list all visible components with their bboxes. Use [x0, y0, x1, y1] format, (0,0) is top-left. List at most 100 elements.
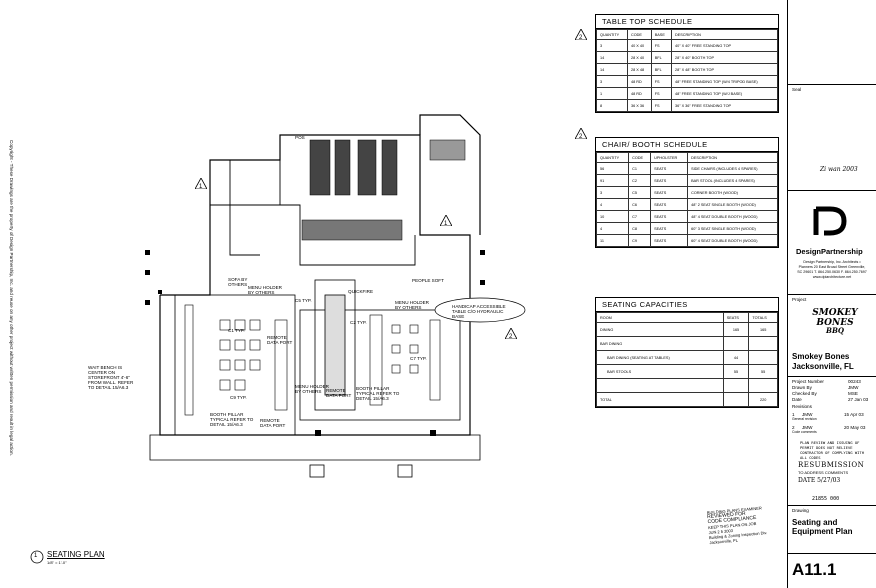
schedule-title: CHAIR/ BOOTH SCHEDULE: [596, 138, 778, 152]
drawing-label: Drawing: [792, 508, 809, 513]
sofa-label: SOFA BY OTHERS: [228, 277, 248, 287]
pos-label: POS: [295, 135, 305, 140]
remote-data-port-label: REMOTE DATA PORT: [267, 335, 293, 345]
c5-typ-label: C5 TYP.: [295, 298, 312, 303]
revision-delta-icon: 1: [440, 215, 452, 226]
brand-line: SMOKEY BONES: [812, 308, 858, 328]
revision-entry: 1 JMW 15 Apr 03 General revision: [792, 412, 864, 421]
schedule-title: SEATING CAPACITIES: [596, 298, 778, 312]
wait-bench-label: WAIT BENCH IS CENTER ON STOREFRONT 4'-6"…: [88, 365, 134, 390]
column-header: ROOM: [596, 312, 724, 323]
column-header: BASE: [650, 29, 672, 40]
field-label: Drawn By: [792, 385, 812, 390]
handicap-table-label: HANDICAP ACCESSIBLE TABLE C/O HYDRAULIC …: [452, 304, 506, 319]
column-header: UPHOLSTER: [650, 152, 689, 163]
svg-text:2: 2: [579, 35, 583, 40]
seal-label: Seal: [792, 87, 802, 92]
title-block: Seal Zi wan 2003 DesignPartnership Desig…: [787, 0, 876, 588]
remote-data-port-label: REMOTE DATA PORT: [260, 418, 286, 428]
firm-details: Design Partnership, Inc. Architects • Pl…: [797, 260, 867, 279]
c7-typ-label: C7 TYP.: [410, 356, 427, 361]
column-header: QUANTITY: [596, 29, 628, 40]
drawing-name-line1: Seating and: [792, 518, 838, 527]
table-row: BAR DINING (SEATING AT TABLES)44: [596, 350, 778, 365]
booth-pillar-label: BOOTH PILLAR TYPICAL REFER TO DETAIL 15/…: [356, 386, 400, 401]
brand-line: BBQ: [826, 326, 844, 335]
drawn-by: JMW: [848, 385, 859, 390]
booth-pillar-label: BOOTH PILLAR TYPICAL REFER TO DETAIL 15/…: [210, 412, 254, 427]
brand-logo: SMOKEY BONES BBQ: [800, 308, 870, 335]
plan-review-note: PLAN REVIEW AND ISSUING OF PERMIT DOES N…: [800, 440, 865, 460]
project-info-values: 00243 JMW MSE 27 Jan 03: [848, 379, 868, 403]
drawing-name: SEATING PLAN: [47, 550, 105, 559]
table-row: BAR DINING: [596, 336, 778, 351]
column-header: DESCRIPTION: [670, 29, 779, 40]
c1-typ-label: C1 TYP.: [228, 328, 245, 333]
drawing-date: 27 Jan 03: [848, 397, 869, 402]
revision-delta-icon: 2: [575, 29, 587, 40]
revision-delta-icon: 2: [575, 128, 587, 139]
svg-text:2: 2: [509, 334, 513, 339]
seating-capacities: SEATING CAPACITIES ROOM SEATS TOTALS DIN…: [595, 297, 779, 408]
permit-number: 21855 000: [812, 496, 840, 502]
project-name: Smokey Bones: [792, 352, 850, 361]
schedule-title: TABLE TOP SCHEDULE: [596, 15, 778, 29]
revision-entry: 2 JMW 20 May 03 Code comments: [792, 425, 866, 434]
project-info: Project Number Drawn By Checked By Date: [792, 379, 824, 403]
drawing-number: 1: [34, 553, 38, 559]
sheet-number: A11.1: [792, 560, 837, 579]
design-partnership-logo-icon: [813, 206, 847, 236]
copyright-text: Copyright - These Drawings are the prope…: [9, 140, 14, 456]
project-location: Jacksonville, FL: [792, 362, 854, 371]
project-number: 00243: [848, 379, 861, 384]
column-header: CODE: [626, 29, 652, 40]
column-header: QUANTITY: [595, 152, 630, 163]
column-header: CODE: [628, 152, 652, 163]
column-header: SEATS: [722, 312, 750, 323]
drawing-name-line2: Equipment Plan: [792, 527, 853, 536]
menu-holder-label: MENU HOLDER BY OTHERS: [295, 384, 329, 394]
revision-delta-icon: 2: [505, 328, 517, 339]
people-soft-label: PEOPLE SOFT: [412, 278, 444, 283]
drawing-scale: 1/8" = 1'-0": [47, 560, 67, 565]
checked-by: MSE: [848, 391, 858, 396]
field-label: Checked By: [792, 391, 817, 396]
c9-typ-label: C9 TYP.: [230, 395, 247, 400]
code-compliance-stamp: BUILDING PLANS EXAMINER REVIEWED FOR COD…: [707, 504, 782, 545]
revision-delta-icon: 1: [195, 178, 207, 189]
svg-text:1: 1: [444, 221, 448, 226]
resubmission-sub: TO ADDRESS COMMENTS: [798, 470, 849, 475]
column-header: DESCRIPTION: [687, 152, 778, 163]
signature: Zi wan 2003: [820, 166, 858, 173]
field-label: Project Number: [792, 379, 824, 384]
chair-booth-schedule: CHAIR/ BOOTH SCHEDULE QUANTITY CODE UPHO…: [595, 137, 779, 248]
remote-data-port-label: REMOTE DATA PORT: [326, 388, 352, 398]
seating-floor-plan: [145, 114, 526, 478]
svg-text:1: 1: [199, 184, 203, 189]
field-label: Date: [792, 397, 802, 402]
project-label: Project: [792, 297, 807, 302]
resubmission-date: DATE 5/27/03: [798, 477, 841, 484]
quickfire-label: QUICKFIRE: [348, 289, 374, 294]
detail-circle-icon: [30, 550, 44, 564]
table-row: [596, 378, 778, 393]
c2-typ-label: C2 TYP.: [350, 320, 367, 325]
firm-name: DesignPartnership: [796, 247, 863, 256]
column-header: TOTALS: [748, 312, 778, 323]
revisions-label: Revisions: [792, 404, 812, 409]
resubmission-stamp: RESUBMISSION: [798, 461, 865, 469]
